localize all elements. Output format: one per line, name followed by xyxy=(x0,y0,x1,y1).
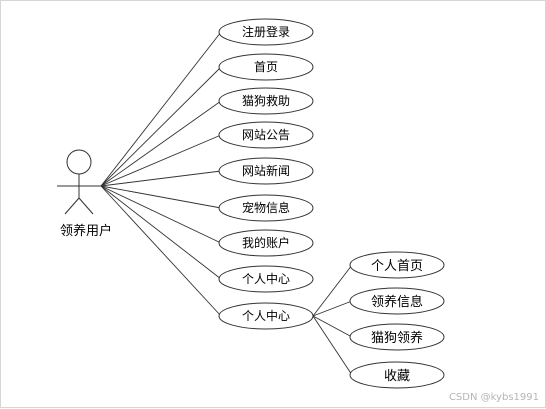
use-case-label: 首页 xyxy=(254,60,278,74)
use-case-label: 注册登录 xyxy=(242,24,290,39)
sub-use-case-label: 收藏 xyxy=(384,369,410,384)
sub-use-case-cat-dog-adoption: 猫狗领养 xyxy=(349,323,445,351)
use-case-ellipse xyxy=(218,87,314,115)
sub-use-case-personal-home: 个人首页 xyxy=(349,251,445,279)
use-case-label: 宠物信息 xyxy=(242,200,290,215)
use-case-ellipse xyxy=(218,121,314,149)
association-line xyxy=(100,185,222,209)
actor-figure xyxy=(57,149,101,215)
association-line xyxy=(100,134,222,187)
use-case-pet-info: 宠物信息 xyxy=(218,194,314,222)
sub-association-line xyxy=(312,315,353,338)
association-line xyxy=(100,100,222,187)
sub-association-line xyxy=(312,264,353,317)
use-case-ellipse xyxy=(218,157,314,185)
sub-use-case-adoption-info: 领养信息 xyxy=(349,287,445,315)
use-case-my-account: 我的账户 xyxy=(218,229,314,257)
use-case-label: 猫狗救助 xyxy=(242,93,290,108)
association-line xyxy=(100,31,222,187)
use-case-site-news: 网站新闻 xyxy=(218,157,314,185)
association-line xyxy=(100,66,222,187)
actor-label: 领养用户 xyxy=(59,224,112,239)
association-line xyxy=(100,185,222,280)
actor-left-leg xyxy=(64,197,80,215)
use-case-ellipse xyxy=(218,265,314,293)
use-case-cat-dog-rescue: 猫狗救助 xyxy=(218,87,314,115)
sub-use-case-ellipse xyxy=(349,287,445,315)
sub-use-case-label: 猫狗领养 xyxy=(371,330,423,346)
use-case-personal-center-1: 个人中心 xyxy=(218,265,314,293)
use-case-label: 个人中心 xyxy=(242,308,290,323)
watermark: CSDN @kybs1991 xyxy=(448,392,539,403)
use-case-personal-center-2: 个人中心 xyxy=(218,302,314,330)
use-case-label: 网站新闻 xyxy=(242,163,290,178)
association-line xyxy=(100,170,222,187)
associations xyxy=(100,31,353,376)
use-case-ellipse xyxy=(218,194,314,222)
use-case-home: 首页 xyxy=(218,53,314,81)
use-case-register-login: 注册登录 xyxy=(218,18,314,46)
use-case-ellipse xyxy=(218,18,314,46)
use-case-ellipse xyxy=(218,302,314,330)
use-case-label: 个人中心 xyxy=(242,271,290,286)
sub-use-case-label: 个人首页 xyxy=(371,259,423,274)
use-case-site-notice: 网站公告 xyxy=(218,121,314,149)
association-line xyxy=(100,185,222,244)
use-case-ellipse xyxy=(218,53,314,81)
sub-association-line xyxy=(312,315,353,376)
actor-right-leg xyxy=(78,197,94,215)
association-line xyxy=(100,185,222,317)
actor-head xyxy=(66,149,92,175)
sub-use-case-ellipse xyxy=(349,323,445,351)
sub-association-line xyxy=(312,300,353,317)
sub-use-case-favorites: 收藏 xyxy=(349,361,445,389)
sub-use-case-label: 领养信息 xyxy=(371,294,423,310)
sub-use-case-ellipse xyxy=(349,361,445,389)
use-case-ellipse xyxy=(218,229,314,257)
use-case-label: 我的账户 xyxy=(242,235,290,250)
use-case-label: 网站公告 xyxy=(242,128,290,142)
sub-use-case-ellipse xyxy=(349,251,445,279)
